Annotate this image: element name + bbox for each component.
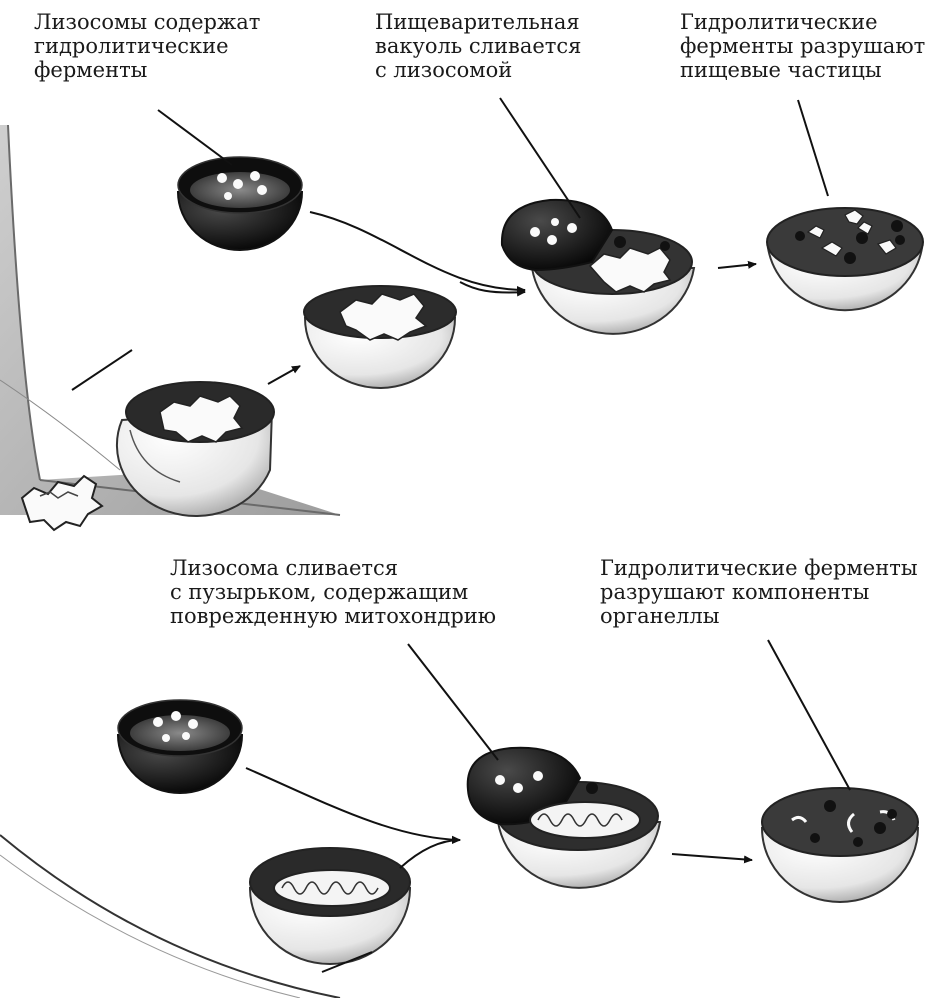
label-line: Лизосомы содержат — [34, 10, 261, 34]
label-line: пищевые частицы — [680, 58, 882, 82]
leader-lysosome-enzymes — [157, 109, 233, 166]
arrow-fusion-to-digestion-top — [717, 260, 757, 269]
digesting-lysosome-bottom — [760, 787, 920, 903]
label-enzymes-digest-food: Гидролитические ферменты разрушают пищев… — [680, 10, 925, 82]
label-lysosome-enzymes: Лизосомы содержат гидролитические фермен… — [34, 10, 260, 82]
label-line: с пузырьком, содержащим — [170, 580, 469, 604]
arrow-lysosome-to-fusion — [309, 211, 526, 294]
forming-food-vacuole — [115, 381, 275, 517]
arrow-phagocytosis-to-vacuole — [267, 365, 301, 385]
arrow-lysosome-to-fusion-bottom — [245, 767, 461, 844]
label-line: органеллы — [600, 604, 720, 628]
leader-lysosome-fuses-vesicle — [407, 643, 499, 761]
vesicle-with-mitochondrion — [248, 847, 412, 965]
label-line: с лизосомой — [375, 58, 513, 82]
fusing-lysosome-vesicle — [466, 746, 662, 889]
arrow-vacuole-to-fusion — [459, 281, 526, 297]
label-line: Гидролитические — [680, 10, 878, 34]
label-line: разрушают компоненты — [600, 580, 870, 604]
arrow-vesicle-to-fusion — [399, 836, 461, 869]
lysosome-bottom — [116, 699, 244, 794]
label-line: Лизосома сливается — [170, 556, 399, 580]
digesting-lysosome-top — [766, 207, 924, 312]
label-line: вакуоль сливается — [375, 34, 582, 58]
food-particle-outside — [20, 474, 104, 532]
label-line: гидролитические — [34, 34, 229, 58]
leader-enzymes-digest-organelle — [767, 639, 851, 791]
label-lysosome-fuses-vesicle: Лизосома сливается с пузырьком, содержащ… — [170, 556, 496, 628]
leader-vacuole-fuses — [499, 97, 581, 219]
fusing-vacuole-lysosome — [500, 198, 696, 335]
lysosome-top — [176, 156, 304, 251]
arrow-fusion-to-digestion-bottom — [671, 853, 753, 864]
label-line: Гидролитические ферменты — [600, 556, 918, 580]
process-arrows — [245, 211, 757, 869]
label-line: поврежденную митохондрию — [170, 604, 497, 628]
label-line: Пищеварительная — [375, 10, 580, 34]
label-enzymes-digest-organelle: Гидролитические ферменты разрушают компо… — [600, 556, 918, 628]
leader-membrane-bottom — [321, 951, 373, 973]
plasma-membrane-bottom — [0, 834, 341, 998]
label-line: ферменты — [34, 58, 148, 82]
label-line: ферменты разрушают — [680, 34, 926, 58]
leader-lines — [71, 97, 851, 973]
leader-enzymes-digest-food — [797, 99, 829, 197]
label-vacuole-fuses: Пищеварительная вакуоль сливается с лизо… — [375, 10, 581, 82]
food-vacuole — [303, 285, 457, 389]
leader-membrane-top — [71, 349, 133, 391]
